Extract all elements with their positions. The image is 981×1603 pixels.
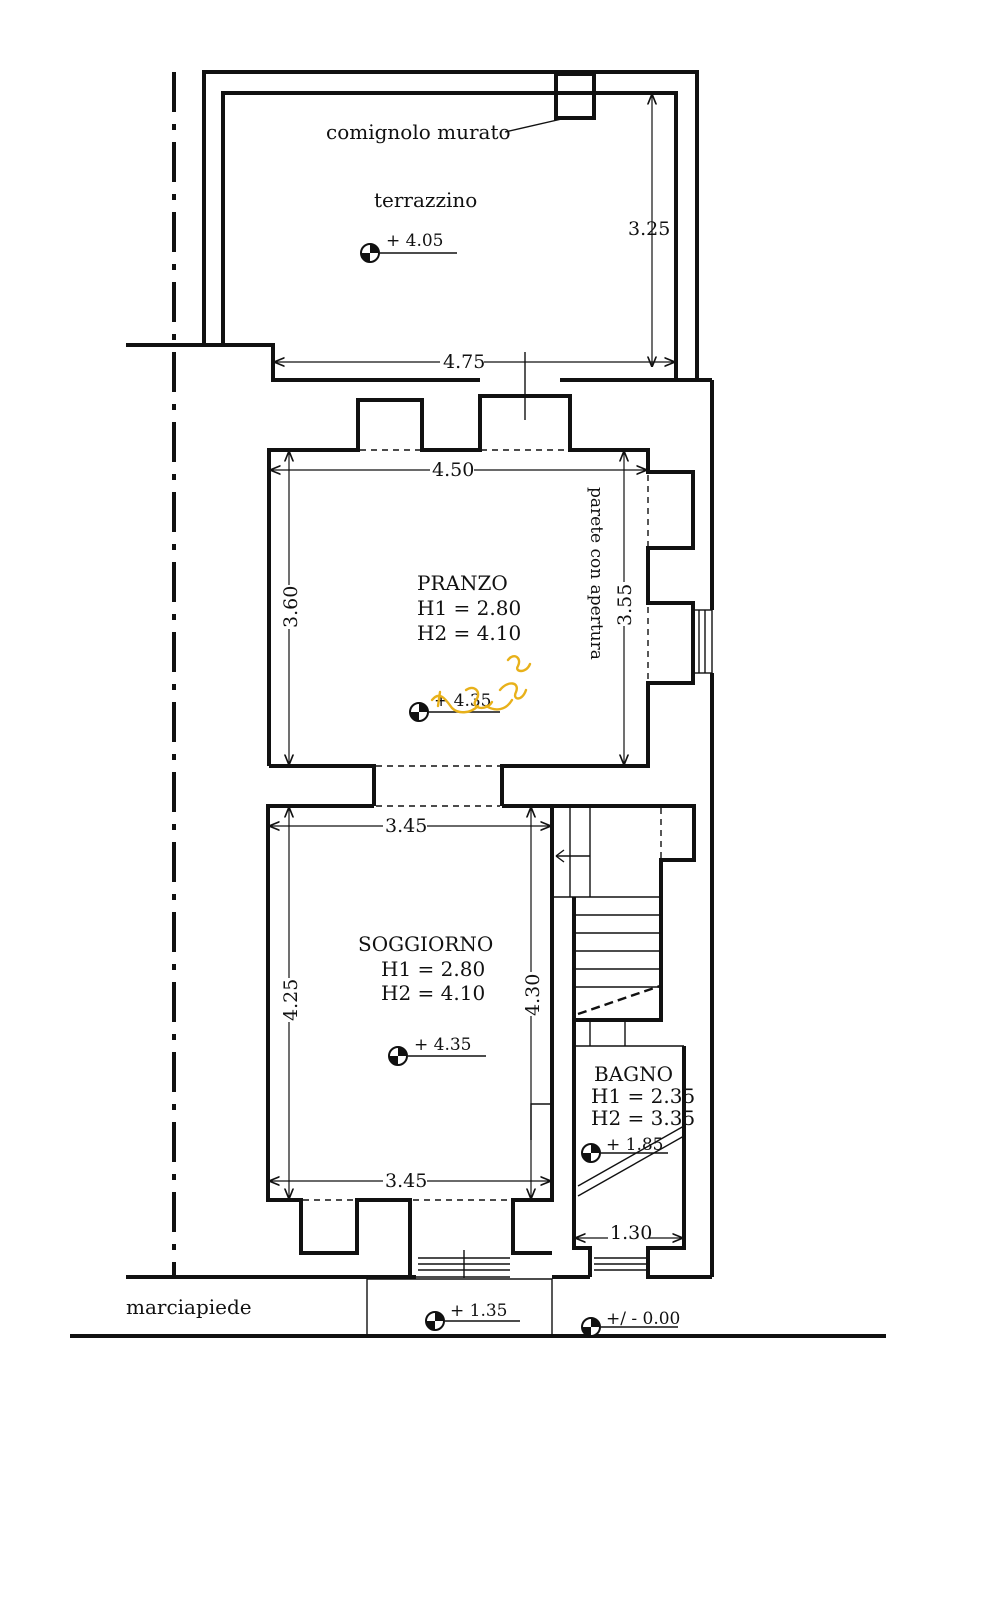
living-width-bottom-dim: 3.45 [385,1170,427,1192]
bath-h2: H2 = 3.35 [591,1106,695,1130]
living-h2: H2 = 4.10 [381,981,485,1005]
sidewalk-label: marciapiede [126,1295,252,1319]
living-elevation: + 4.35 [414,1035,472,1055]
dining-room: 4.50 3.60 3.55 parete con apertura PRANZ… [267,394,713,807]
living-name: SOGGIORNO [358,932,493,956]
staircase [552,804,696,1046]
entrance-elevation: + 1.35 [450,1301,508,1321]
dining-h2: H2 = 4.10 [417,621,521,645]
bath-name: BAGNO [594,1062,673,1086]
living-width-top-dim: 3.45 [385,815,427,837]
terrace-width-dim: 4.75 [443,351,485,373]
handwritten-annotation [430,655,532,714]
terrace-outer-wall [202,70,699,380]
ground-elevation: +/ - 0.00 [606,1309,680,1329]
living-depth-left-dim: 4.25 [280,979,302,1021]
bath-h1: H1 = 2.35 [591,1084,695,1108]
terrace-depth-dim: 3.25 [628,218,670,240]
chimney [554,72,596,120]
terrace: comignolo murato terrazzino + 4.05 3.25 … [126,70,712,420]
terrace-elevation: + 4.05 [386,231,444,251]
terrace-name: terrazzino [374,188,477,212]
dining-h1: H1 = 2.80 [417,596,521,620]
dining-depth-right-dim: 3.55 [614,584,636,626]
dining-depth-left-dim: 3.60 [280,586,302,628]
dining-wall-note: parete con apertura [586,487,606,660]
living-h1: H1 = 2.80 [381,957,485,981]
bath-width-dim: 1.30 [610,1222,652,1244]
bathroom: BAGNO H1 = 2.35 H2 = 3.35 + 1.85 1.30 [572,1020,712,1279]
terrace-parapet [221,91,678,380]
dining-width-dim: 4.50 [432,459,474,481]
terrace-bottom-wall [126,343,480,382]
living-depth-right-dim: 4.30 [522,974,544,1016]
chimney-label: comignolo murato [326,120,511,144]
living-room: 3.45 3.45 4.25 4.30 SOGGIORNO H1 = 2.80 … [266,804,554,1279]
dining-name: PRANZO [417,571,508,595]
bath-elevation: + 1.85 [606,1135,664,1155]
street: marciapiede + 1.35 +/ - 0.00 [70,1275,886,1338]
